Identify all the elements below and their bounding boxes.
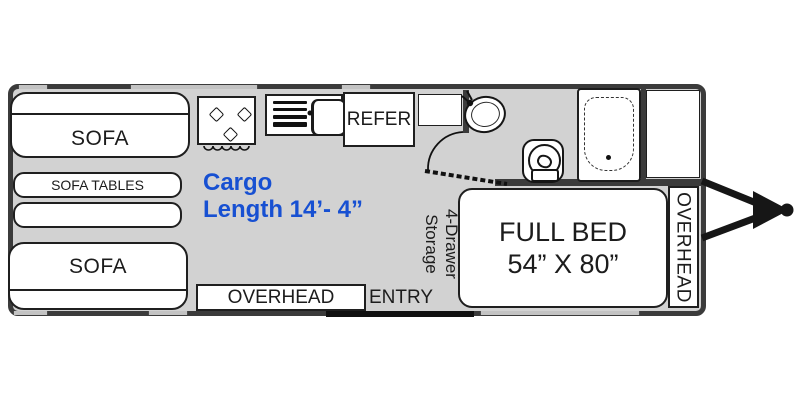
tub-shower-icon (577, 88, 641, 182)
trailer-hitch-icon (700, 177, 794, 242)
hitch-coupler (753, 191, 789, 229)
overhead-cabinet-bottom: OVERHEAD (196, 284, 366, 311)
sofa-top: SOFA (10, 92, 190, 158)
sofa-seat-line (12, 113, 188, 115)
burner-icon (222, 126, 239, 143)
window-segment (130, 85, 258, 89)
kitchen-counter (265, 94, 346, 136)
tub-basin (584, 97, 634, 171)
kitchen-sink-icon (311, 99, 346, 136)
sofa-bottom-label: SOFA (68, 254, 128, 278)
window-segment (18, 85, 48, 89)
bed-label-line2: 54” X 80” (507, 249, 619, 279)
cargo-label-line1: Cargo (203, 169, 273, 196)
storage-label-line1: 4-Drawer (442, 209, 461, 279)
window-segment (480, 311, 640, 315)
drawer-line (273, 115, 307, 119)
full-bed: FULL BED 54” X 80” (458, 188, 668, 308)
cooktop-icon (197, 96, 256, 145)
sofa-seat-line (10, 289, 186, 291)
storage-label: 4-Drawer Storage (420, 184, 462, 304)
window-segment (341, 85, 371, 89)
sink-basin (468, 99, 503, 130)
bed-label-line1: FULL BED (498, 217, 628, 247)
overhead-right-label: OVERHEAD (673, 192, 694, 303)
toilet-base (531, 169, 559, 182)
tub-wall (641, 88, 646, 182)
pantry-cabinet (418, 94, 462, 126)
hitch-ball (780, 203, 794, 217)
drawer-line (273, 122, 307, 127)
sofa-table-blank (13, 202, 182, 228)
window-segment (13, 311, 48, 315)
entry-label: ENTRY (368, 287, 434, 308)
toilet-icon (522, 139, 564, 183)
overhead-cabinet-right (668, 186, 699, 308)
window-segment (148, 311, 188, 315)
sofa-tables: SOFA TABLES (13, 172, 182, 198)
sofa-tables-label: SOFA TABLES (51, 177, 144, 193)
refrigerator-label: REFER (346, 108, 412, 130)
refrigerator: REFER (343, 92, 415, 147)
sofa-bottom: SOFA (8, 242, 188, 310)
burner-icon (208, 106, 225, 123)
storage-label-line2: Storage (422, 214, 441, 274)
wardrobe-cabinet (646, 90, 700, 178)
cargo-length-label: Cargo Length 14’- 4” (203, 169, 363, 223)
tub-drain (606, 155, 611, 160)
burner-icon (236, 106, 253, 123)
overhead-bottom-label: OVERHEAD (227, 286, 335, 308)
entry-door (326, 311, 474, 317)
drawer-line (273, 108, 307, 111)
cargo-label-line2: Length 14’- 4” (203, 196, 364, 223)
drawer-line (273, 101, 307, 104)
bedroom-wall (495, 179, 701, 186)
sofa-top-label: SOFA (70, 126, 130, 150)
